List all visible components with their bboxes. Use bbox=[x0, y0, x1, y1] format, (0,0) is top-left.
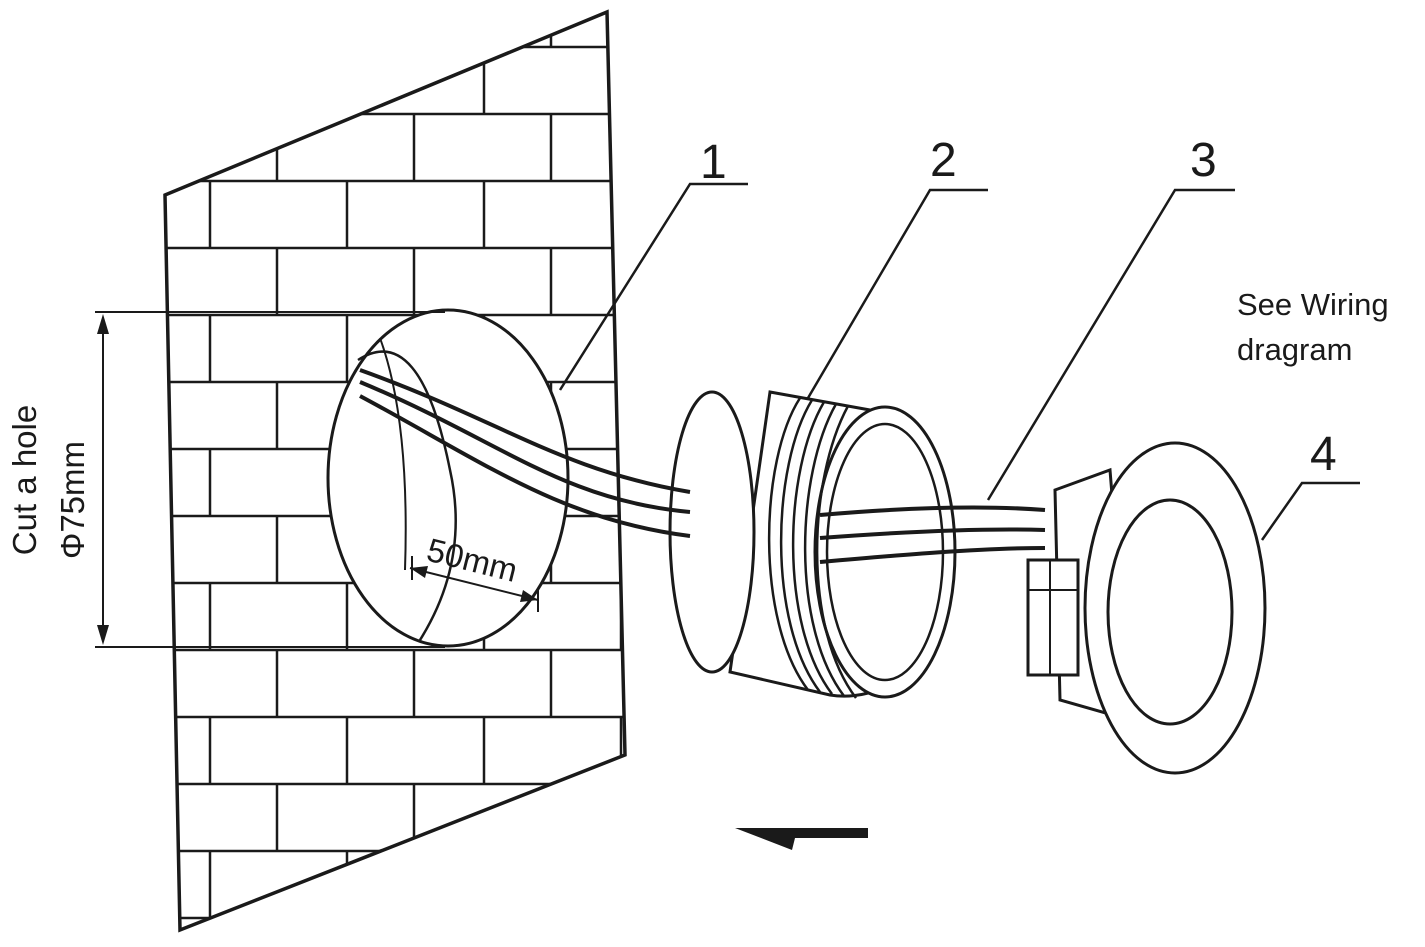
callout-4: 4 bbox=[1310, 428, 1337, 481]
wiring-note-line1: See Wiring bbox=[1237, 287, 1389, 322]
diameter-label: Φ75mm bbox=[54, 441, 91, 559]
mounting-box bbox=[668, 390, 957, 699]
callout-1: 1 bbox=[700, 136, 727, 189]
light-fixture bbox=[1026, 441, 1267, 775]
depth-dimension bbox=[409, 556, 539, 612]
callout-2: 2 bbox=[930, 134, 957, 187]
power-cable bbox=[359, 368, 1046, 564]
direction-arrow bbox=[735, 828, 868, 850]
callout-3: 3 bbox=[1190, 134, 1217, 187]
diameter-dimension bbox=[95, 311, 445, 648]
callout-leaders bbox=[558, 182, 1360, 541]
cut-hole-label: Cut a hole bbox=[6, 405, 43, 555]
wiring-note-line2: dragram bbox=[1237, 332, 1352, 367]
wall-hole bbox=[326, 308, 570, 648]
